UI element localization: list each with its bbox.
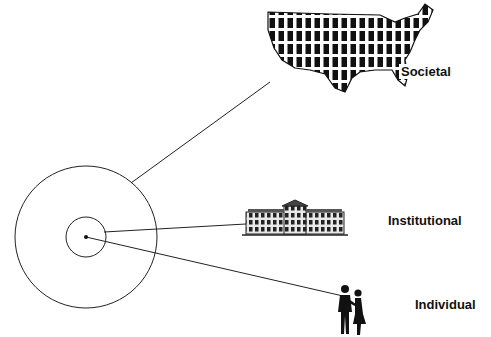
center-dot bbox=[84, 235, 88, 239]
leader-line bbox=[104, 224, 246, 232]
leader-line bbox=[86, 237, 343, 296]
couple-silhouette bbox=[338, 285, 366, 335]
building bbox=[242, 200, 348, 235]
level-label: Institutional bbox=[386, 213, 464, 228]
level-label: Societal bbox=[399, 64, 453, 79]
level-label: Individual bbox=[413, 297, 478, 312]
inner-ring bbox=[66, 217, 106, 257]
leader-line bbox=[131, 82, 270, 183]
outer-ring bbox=[15, 166, 157, 308]
leader-lines bbox=[86, 82, 343, 296]
